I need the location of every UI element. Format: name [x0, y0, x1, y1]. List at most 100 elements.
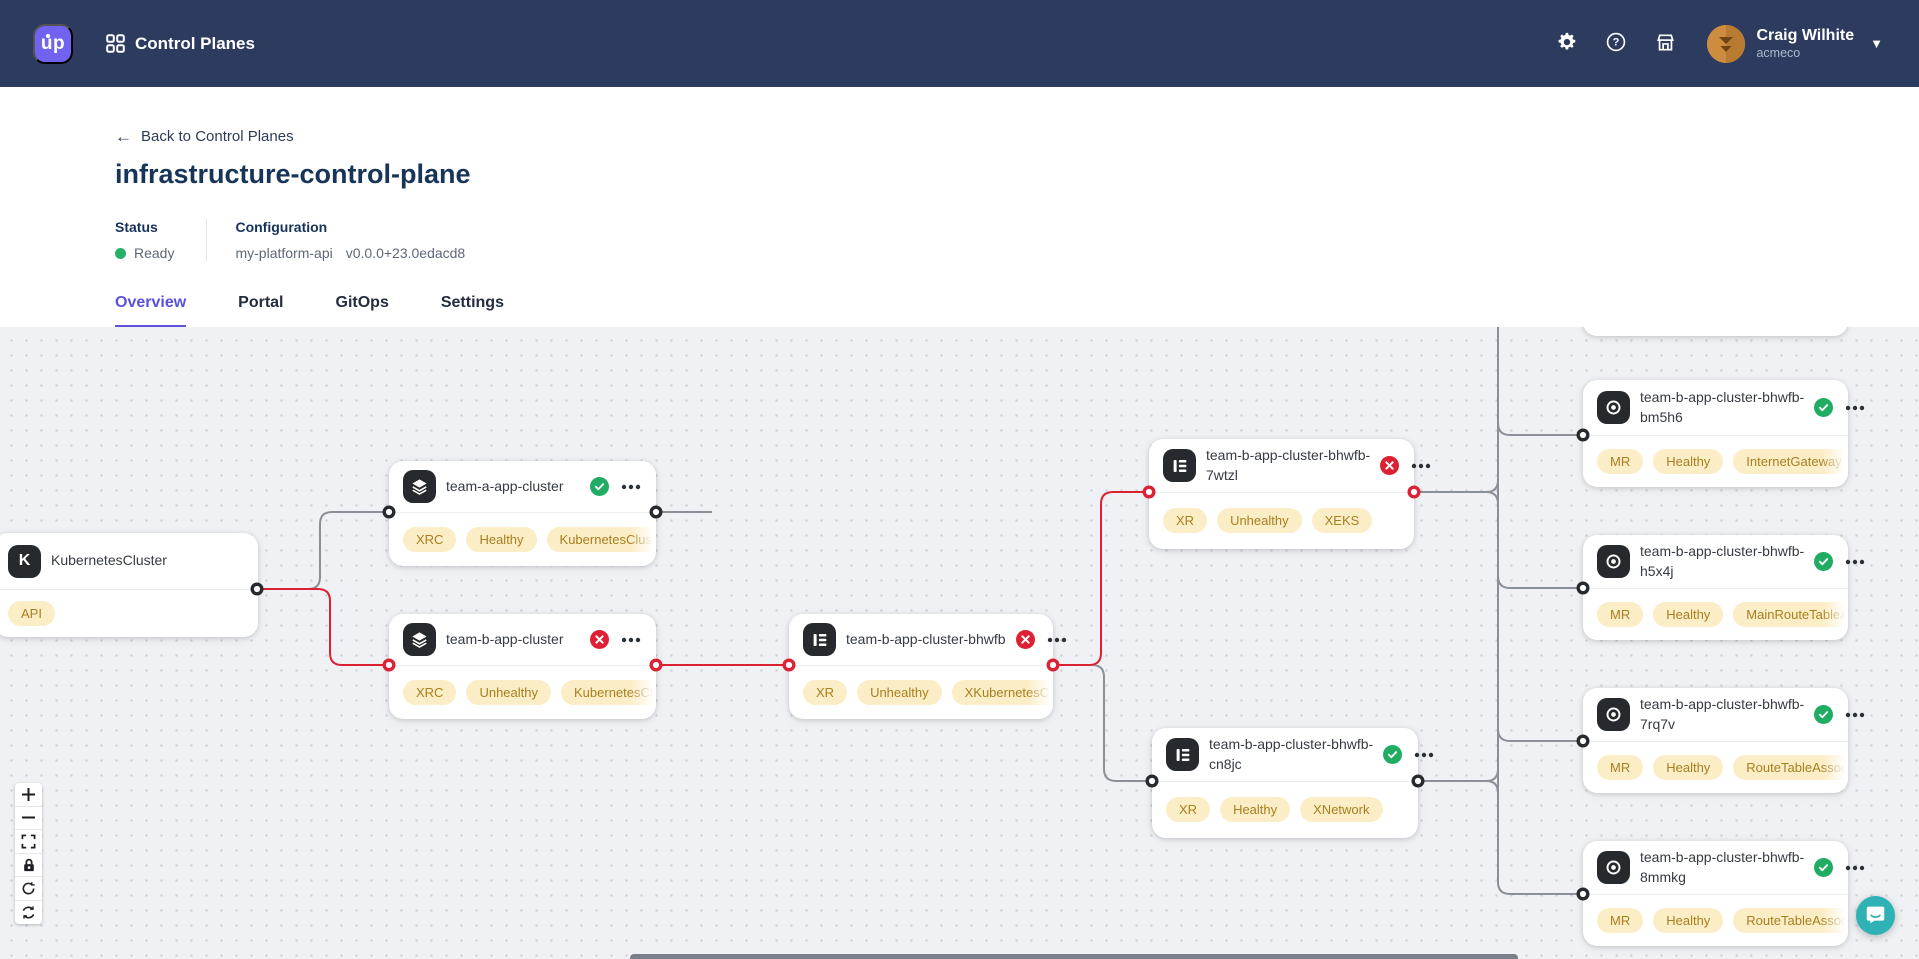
fit-view-button[interactable] [15, 830, 42, 854]
port-left-team-b-app-cluster[interactable] [382, 658, 396, 672]
lock-button[interactable] [15, 853, 42, 877]
node-header: team-b-app-cluster-bhwfb-bm5h6 [1583, 380, 1865, 435]
port-right-team-b-app-cluster-bhwfb[interactable] [1046, 658, 1060, 672]
reload-layout-button[interactable] [15, 900, 42, 924]
settings-gear-button[interactable] [1556, 31, 1578, 56]
svg-text:?: ? [1613, 37, 1620, 49]
back-arrow-icon: ← [115, 127, 132, 146]
node-divider [389, 512, 656, 513]
configuration-name: my-platform-api [235, 245, 333, 261]
node-divider [1583, 894, 1848, 895]
configuration-version: v0.0.0+23.0edacd8 [345, 245, 466, 261]
node-divider [1583, 435, 1848, 436]
port-right-team-b-app-cluster-bhwfb-7wtzl[interactable] [1407, 485, 1421, 499]
marketplace-button[interactable] [1654, 31, 1677, 57]
node-kubernetescluster[interactable]: K KubernetesCluster API [0, 533, 258, 637]
healthy-check-icon [1814, 858, 1834, 877]
node-header: team-a-app-cluster [389, 461, 656, 512]
node-header: team-b-app-cluster-bhwfb-7wtzl [1149, 439, 1431, 492]
upbound-logo[interactable]: up [33, 23, 73, 64]
badge-internetgateway: InternetGateway [1733, 448, 1848, 474]
badge-xkubernetescluster: XKubernetesCluster [951, 679, 1053, 705]
port-left-team-b-app-cluster-bhwfb-7wtzl[interactable] [1142, 485, 1156, 499]
badge-xeks: XEKS [1311, 508, 1373, 533]
badge-healthy: Healthy [1653, 601, 1724, 627]
node-menu-button[interactable] [619, 482, 643, 492]
node-divider [1152, 781, 1418, 782]
badge-healthy: Healthy [1653, 907, 1724, 933]
badge-routetableassociation: RouteTableAssociation [1733, 754, 1848, 780]
badge-healthy: Healthy [466, 526, 537, 552]
back-link[interactable]: ← Back to Control Planes [115, 127, 294, 146]
help-button[interactable]: ? [1605, 31, 1627, 56]
node-title: team-b-app-cluster-bhwfb-8mmkg [1640, 848, 1805, 885]
tab-gitops[interactable]: GitOps [336, 294, 389, 328]
chat-widget-button[interactable] [1856, 896, 1895, 935]
node-menu-button[interactable] [1045, 635, 1069, 645]
port-left-team-b-app-cluster-bhwfb-bm5h6[interactable] [1576, 428, 1590, 442]
healthy-check-icon [1814, 705, 1834, 724]
page-header: ← Back to Control Planes infrastructure-… [0, 87, 1919, 328]
tab-portal[interactable]: Portal [238, 294, 283, 328]
node-menu-button[interactable] [1843, 557, 1867, 567]
port-left-team-b-app-cluster-bhwfb-h5x4j[interactable] [1576, 581, 1590, 595]
badge-healthy: Healthy [1653, 448, 1724, 474]
port-left-team-b-app-cluster-bhwfb-8mmkg[interactable] [1576, 887, 1590, 901]
configuration-label: Configuration [235, 219, 328, 235]
tab-overview[interactable]: Overview [115, 294, 187, 328]
tab-bar: Overview Portal GitOps Settings [115, 294, 1919, 328]
resource-graph-canvas[interactable]: K KubernetesCluster API team-a-app-clust… [0, 327, 1919, 959]
node-menu-button[interactable] [1409, 461, 1433, 471]
rotate-button[interactable] [15, 877, 42, 901]
node-menu-button[interactable] [1843, 710, 1867, 720]
node-header: team-b-app-cluster-bhwfb-7rq7v [1583, 688, 1865, 741]
node-header: team-b-app-cluster [389, 614, 656, 665]
node-offscreen-top-node[interactable] [1583, 327, 1848, 336]
port-left-team-b-app-cluster-bhwfb-7rq7v[interactable] [1576, 734, 1590, 748]
node-title: team-a-app-cluster [446, 477, 564, 494]
badge-mr: MR [1597, 601, 1644, 627]
node-title: team-b-app-cluster-bhwfb-h5x4j [1640, 542, 1805, 579]
badge-xnetwork: XNetwork [1300, 797, 1383, 822]
port-right-team-a-app-cluster[interactable] [649, 505, 663, 519]
meta-divider [206, 219, 208, 261]
node-divider [389, 665, 656, 666]
badge-xrc: XRC [403, 526, 457, 552]
port-left-team-b-app-cluster-bhwfb-cn8jc[interactable] [1145, 774, 1159, 788]
layers-icon [403, 623, 436, 656]
logo-text: up [40, 32, 66, 54]
port-right-kubernetescluster[interactable] [250, 582, 264, 596]
zoom-out-button[interactable] [15, 806, 42, 830]
node-menu-button[interactable] [1843, 863, 1867, 873]
port-right-team-b-app-cluster-bhwfb-cn8jc[interactable] [1411, 774, 1425, 788]
node-team-b-app-cluster-bhwfb-h5x4j[interactable]: team-b-app-cluster-bhwfb-h5x4j MR Healthy… [1583, 535, 1865, 640]
user-avatar[interactable] [1707, 24, 1746, 63]
node-menu-button[interactable] [619, 635, 643, 645]
marketplace-icon [1654, 31, 1677, 57]
node-menu-button[interactable] [1412, 750, 1436, 760]
port-left-team-a-app-cluster[interactable] [382, 505, 396, 519]
user-block: Craig Wilhite acmeco [1756, 26, 1854, 62]
node-title: team-b-app-cluster-bhwfb-7rq7v [1640, 695, 1805, 732]
port-right-team-b-app-cluster[interactable] [649, 658, 663, 672]
node-title: team-b-app-cluster-bhwfb-bm5h6 [1640, 388, 1805, 425]
layers-icon [403, 470, 436, 503]
zoom-in-button[interactable] [15, 783, 42, 807]
user-menu-caret[interactable]: ▼ [1870, 36, 1883, 51]
port-left-team-b-app-cluster-bhwfb[interactable] [782, 658, 796, 672]
badge-unhealthy: Unhealthy [1217, 508, 1302, 533]
tab-settings[interactable]: Settings [441, 294, 504, 328]
node-menu-button[interactable] [1843, 403, 1867, 413]
mr-icon [1597, 698, 1630, 731]
offscreen-node-top-edge [630, 954, 1518, 959]
